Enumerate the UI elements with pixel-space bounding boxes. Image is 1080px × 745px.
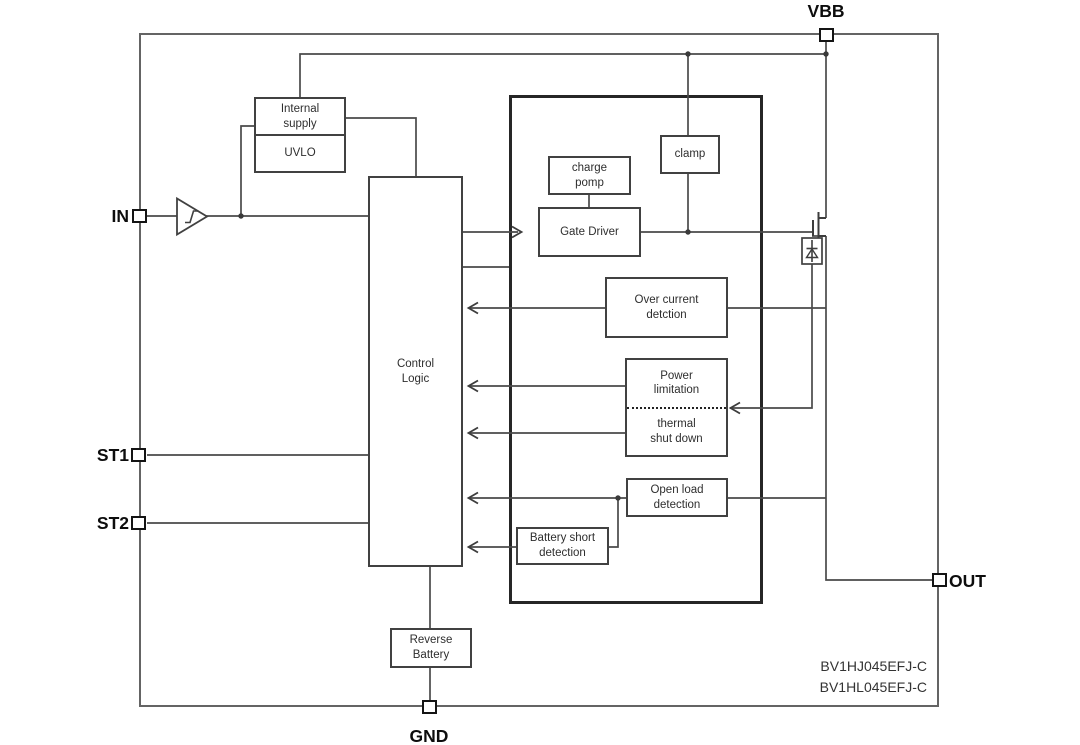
control-logic-block: Control Logic [368,176,463,567]
clamp-block: clamp [660,135,720,174]
open-load-block: Open load detection [626,478,728,517]
gate-driver-block: Gate Driver [538,207,641,257]
power-limitation-thermal-block: Power limitation thermal shut down [625,358,728,457]
battery-short-block: Battery short detection [516,527,609,565]
thermal-shutdown-label: thermal shut down [627,406,726,456]
st2-pin [131,516,146,530]
chip-boundary [139,33,939,707]
gnd-pin [422,700,437,714]
part-number-1: BV1HJ045EFJ-C [820,658,927,674]
over-current-block: Over current detction [605,277,728,338]
in-pin [132,209,147,223]
out-pin [932,573,947,587]
charge-pump-block: charge pomp [548,156,631,195]
internal-supply-uvlo-block: Internal supply UVLO [254,97,346,173]
in-pin-label: IN [111,206,130,226]
gnd-pin-label: GND [409,726,449,745]
vbb-pin [819,28,834,42]
part-number-2: BV1HL045EFJ-C [819,679,927,695]
st2-pin-label: ST2 [96,513,129,533]
uvlo-label: UVLO [256,134,344,171]
internal-supply-label: Internal supply [280,102,320,130]
reverse-battery-block: Reverse Battery [390,628,472,668]
st1-pin [131,448,146,462]
part-numbers: BV1HJ045EFJ-C BV1HL045EFJ-C [820,656,927,698]
st1-pin-label: ST1 [96,445,129,465]
power-limitation-label: Power limitation [653,369,700,397]
out-pin-label: OUT [949,571,986,591]
vbb-pin-label: VBB [807,1,845,21]
